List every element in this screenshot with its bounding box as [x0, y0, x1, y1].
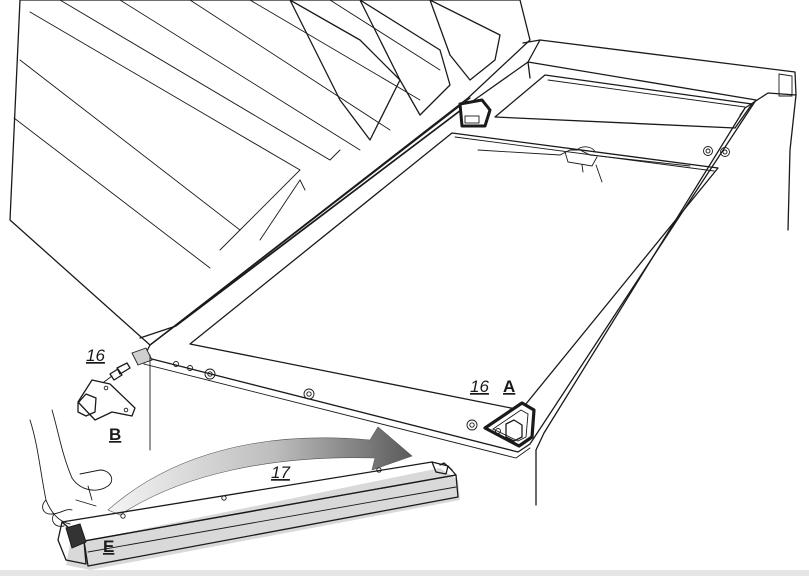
label-hinge-a-letter: A [503, 377, 515, 396]
label-hinge-b-number: 16 [86, 346, 105, 365]
cabinet-frame [143, 61, 757, 459]
hinge-rear [458, 98, 492, 128]
lifted-lid [9, 0, 531, 346]
trim-bar [57, 461, 460, 570]
hinge-b [77, 347, 153, 451]
label-bar-number: 17 [271, 463, 290, 482]
rotation-arrow [107, 426, 413, 516]
label-hinge-b-letter: B [109, 425, 121, 444]
hinge-a [483, 401, 536, 448]
label-hinge-a-number: 16 [470, 377, 489, 396]
bottom-band [0, 570, 809, 576]
cabinet-side-panel [522, 39, 797, 506]
hand [29, 409, 113, 527]
label-bar-end-letter: E [103, 537, 114, 556]
